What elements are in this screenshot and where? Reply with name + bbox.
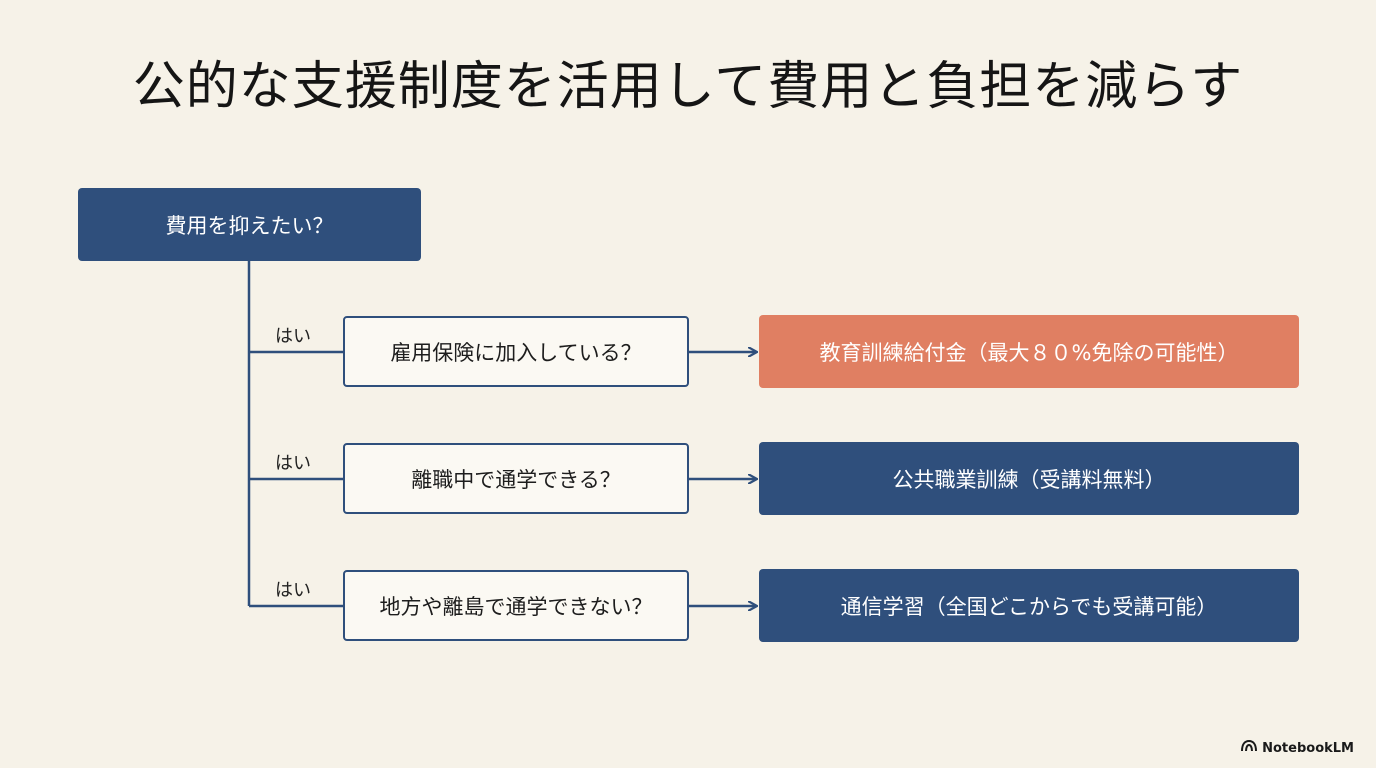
result-label-1: 教育訓練給付金（最大８０%免除の可能性） (819, 340, 1239, 365)
root-question-node: 費用を抑えたい？ (78, 188, 421, 261)
result-node-3: 通信学習（全国どこからでも受講可能） (759, 569, 1299, 642)
brand-label: NotebookLM (1262, 740, 1354, 756)
brand-watermark: NotebookLM (1241, 739, 1354, 756)
result-label-2: 公共職業訓練（受講料無料） (892, 467, 1166, 492)
yes-label-3: はい (275, 580, 311, 601)
result-label-3: 通信学習（全国どこからでも受講可能） (840, 594, 1218, 619)
root-question-label: 費用を抑えたい？ (165, 213, 334, 238)
result-node-2: 公共職業訓練（受講料無料） (759, 442, 1299, 515)
question-node-2: 離職中で通学できる？ (343, 443, 689, 514)
page-title: 公的な支援制度を活用して費用と負担を減らす (132, 57, 1244, 117)
question-label-2: 離職中で通学できる？ (411, 467, 621, 492)
question-label-1: 雇用保険に加入している？ (390, 340, 642, 365)
result-node-1: 教育訓練給付金（最大８０%免除の可能性） (759, 315, 1299, 388)
question-node-3: 地方や離島で通学できない？ (343, 570, 689, 641)
notebooklm-logo-icon (1241, 739, 1258, 756)
yes-label-1: はい (275, 326, 311, 347)
yes-label-2: はい (275, 453, 311, 474)
question-label-3: 地方や離島で通学できない？ (379, 594, 653, 619)
question-node-1: 雇用保険に加入している？ (343, 316, 689, 387)
